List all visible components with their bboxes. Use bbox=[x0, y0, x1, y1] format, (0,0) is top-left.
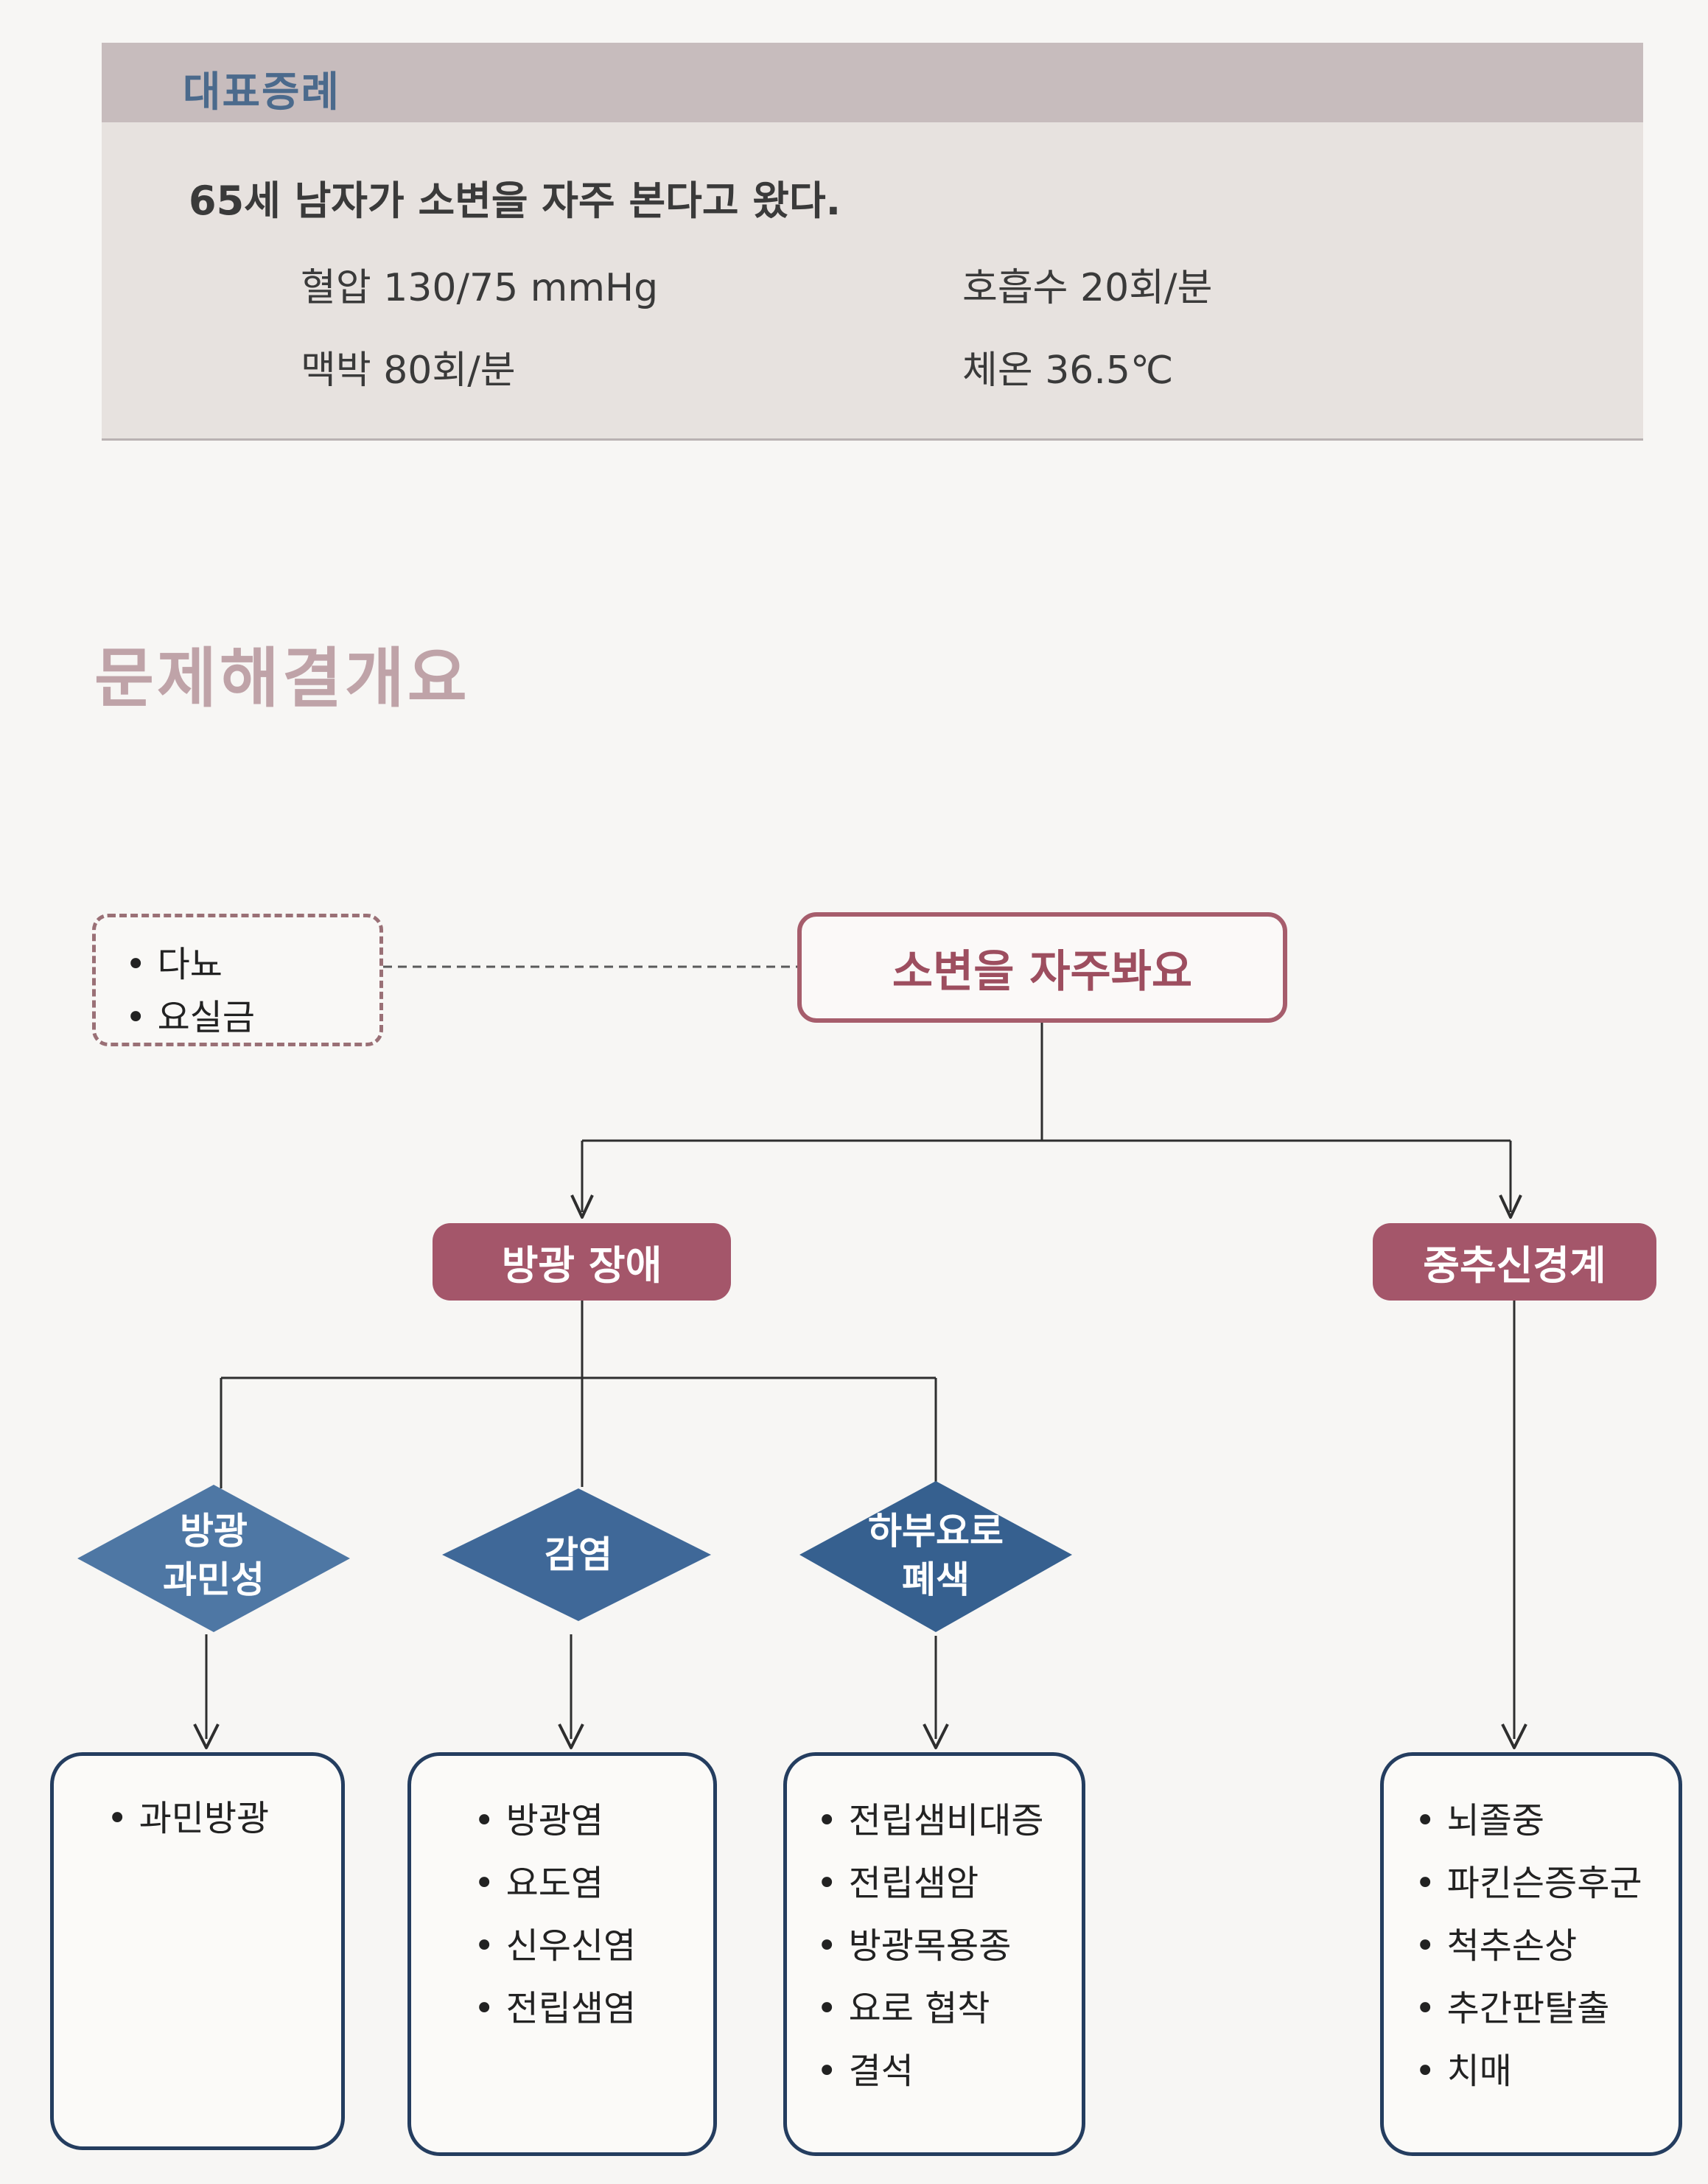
list-item: • 전립샘암 bbox=[816, 1863, 979, 1904]
vital-temperature: 체온 36.5℃ bbox=[962, 349, 1174, 393]
case-header-label: 대표증례 bbox=[183, 69, 341, 116]
section-title: 문제해결개요 bbox=[94, 640, 470, 716]
arrow-head bbox=[923, 1723, 949, 1749]
category-bladder-label: 방광 장애 bbox=[501, 1242, 662, 1289]
main-node-label: 소변을 자주봐요 bbox=[892, 945, 1193, 998]
list-item: • 전립샘염 bbox=[474, 1988, 637, 2029]
list-box-overactive: • 과민방광 bbox=[50, 1752, 345, 2150]
list-item: • 치매 bbox=[1415, 2051, 1512, 2092]
case-header: 대표증례 bbox=[102, 43, 1643, 122]
diamond-label-line: 과민성 bbox=[163, 1558, 265, 1601]
list-item: • 요로 협착 bbox=[816, 1988, 990, 2029]
list-item: • 과민방광 bbox=[107, 1798, 270, 1839]
diamond-label-overactive: 방광 과민성 bbox=[140, 1507, 287, 1604]
side-note-item: • 요실금 bbox=[125, 997, 256, 1038]
arrow-head bbox=[570, 1194, 594, 1219]
category-cns: 중추신경계 bbox=[1373, 1223, 1656, 1301]
vital-pulse: 맥박 80회/분 bbox=[301, 349, 516, 393]
diamond-shape-3 bbox=[799, 1481, 1072, 1632]
list-item: • 신우신염 bbox=[474, 1925, 637, 1967]
category-cns-label: 중추신경계 bbox=[1423, 1242, 1606, 1289]
vital-respiration: 호흡수 20회/분 bbox=[962, 266, 1213, 310]
arrow-head bbox=[1501, 1723, 1527, 1749]
vital-blood-pressure: 혈압 130/75 mmHg bbox=[301, 266, 659, 310]
list-box-cns: • 뇌졸중 • 파킨슨증후군 • 척추손상 • 추간판탈출 • 치매 bbox=[1380, 1752, 1682, 2156]
list-item: • 파킨슨증후군 bbox=[1415, 1863, 1642, 1904]
list-item: • 전립샘비대증 bbox=[816, 1800, 1044, 1841]
diamond-label-line: 폐색 bbox=[902, 1558, 970, 1601]
diamond-label-line: 방광 bbox=[180, 1510, 248, 1553]
case-box: 대표증례 65세 남자가 소변을 자주 본다고 왔다. 혈압 130/75 mm… bbox=[102, 43, 1643, 441]
arrow-head bbox=[193, 1723, 220, 1749]
list-item: • 방광염 bbox=[474, 1800, 604, 1841]
side-note-item: • 다뇨 bbox=[125, 944, 223, 985]
list-box-obstruction: • 전립샘비대증 • 전립샘암 • 방광목용종 • 요로 협착 • 결석 bbox=[783, 1752, 1085, 2156]
side-note-box: • 다뇨 • 요실금 bbox=[92, 914, 383, 1046]
diamond-label-line: 하부요로 bbox=[868, 1510, 1004, 1553]
case-statement: 65세 남자가 소변을 자주 본다고 왔다. bbox=[189, 178, 841, 224]
list-item: • 뇌졸중 bbox=[1415, 1800, 1545, 1841]
diamond-shape-1 bbox=[77, 1485, 350, 1632]
diamond-shape-2 bbox=[442, 1488, 711, 1621]
category-bladder: 방광 장애 bbox=[433, 1223, 731, 1301]
diamond-label-infection: 감염 bbox=[505, 1530, 652, 1579]
diamond-label-obstruction: 하부요로 폐색 bbox=[840, 1507, 1032, 1604]
list-item: • 방광목용종 bbox=[816, 1925, 1012, 1967]
diamond-label-line: 감염 bbox=[545, 1533, 612, 1576]
arrow-head bbox=[558, 1723, 584, 1749]
list-item: • 결석 bbox=[816, 2051, 914, 2092]
main-node: 소변을 자주봐요 bbox=[797, 912, 1287, 1023]
list-box-infection: • 방광염 • 요도염 • 신우신염 • 전립샘염 bbox=[407, 1752, 717, 2156]
list-item: • 척추손상 bbox=[1415, 1925, 1578, 1967]
list-item: • 추간판탈출 bbox=[1415, 1988, 1610, 2029]
list-item: • 요도염 bbox=[474, 1863, 604, 1904]
arrow-head bbox=[1499, 1194, 1522, 1219]
